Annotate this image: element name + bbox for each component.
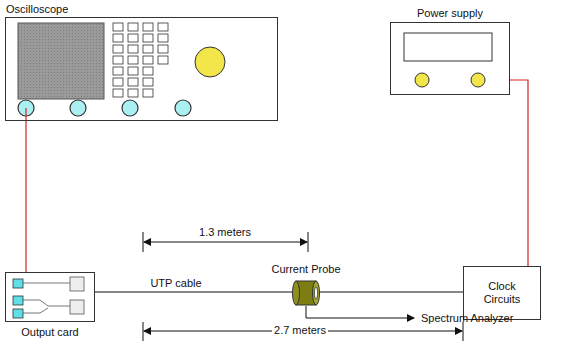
- card-chip: [70, 277, 84, 291]
- scope-button: [143, 23, 153, 31]
- scope-button: [128, 67, 138, 75]
- scope-button: [113, 23, 123, 31]
- psu-knob: [471, 73, 485, 87]
- scope-button: [128, 45, 138, 53]
- dimension-label: 1.3 meters: [197, 226, 253, 239]
- scope-button: [158, 23, 168, 31]
- card-trace: [23, 283, 70, 313]
- oscilloscope: Oscilloscope: [5, 17, 278, 121]
- scope-button: [143, 56, 153, 64]
- psu-display: [404, 33, 492, 61]
- scope-button: [128, 78, 138, 86]
- scope-button: [128, 56, 138, 64]
- card-port: [13, 279, 23, 288]
- scope-button: [143, 45, 153, 53]
- scope-button: [128, 89, 138, 97]
- output-card: Output card: [5, 272, 95, 322]
- leader-arrow: [306, 306, 414, 318]
- scope-button: [128, 34, 138, 42]
- psu-knob: [415, 73, 429, 87]
- dimension-tick: [463, 322, 464, 341]
- probe-wire: [25, 121, 26, 272]
- instrument-label: Spectrum Analyzer: [419, 312, 515, 325]
- scope-button: [113, 67, 123, 75]
- dimension-line: [144, 242, 307, 243]
- device-label: Power supply: [417, 7, 483, 20]
- cable-label: UTP cable: [148, 277, 203, 290]
- scope-button: [113, 34, 123, 42]
- device-label: Current Probe: [271, 263, 340, 276]
- scope-buttons: [113, 23, 168, 97]
- current-probe: Current Probe: [292, 280, 320, 306]
- scope-knob: [195, 47, 225, 77]
- box-text: Clock Circuits: [470, 280, 534, 306]
- scope-input: [175, 100, 191, 116]
- card-port: [13, 309, 23, 318]
- device-label: Oscilloscope: [6, 3, 68, 16]
- probe-wire: [25, 108, 26, 121]
- card-port: [13, 296, 23, 305]
- scope-button: [113, 45, 123, 53]
- scope-button: [113, 89, 123, 97]
- utp-cable: [95, 291, 292, 292]
- scope-input: [122, 100, 138, 116]
- scope-button: [113, 78, 123, 86]
- scope-button: [143, 89, 153, 97]
- clock-box: Clock Circuits: [463, 266, 541, 320]
- dimension-tick: [143, 232, 144, 252]
- scope-button: [158, 45, 168, 53]
- scope-button: [143, 34, 153, 42]
- scope-button: [113, 56, 123, 64]
- utp-cable: [320, 291, 463, 292]
- dimension-tick: [143, 322, 144, 341]
- scope-input: [70, 100, 86, 116]
- dimension-label: 2.7 meters: [272, 324, 328, 337]
- scope-button: [143, 67, 153, 75]
- scope-button: [158, 56, 168, 64]
- scope-screen: [18, 23, 104, 99]
- card-chip: [70, 300, 84, 314]
- probe-ring: [292, 280, 320, 306]
- device-label: Output card: [21, 326, 78, 339]
- power-supply: Power supply: [390, 22, 510, 95]
- scope-button: [158, 34, 168, 42]
- scope-button: [143, 78, 153, 86]
- dimension-tick: [308, 232, 309, 252]
- scope-button: [128, 23, 138, 31]
